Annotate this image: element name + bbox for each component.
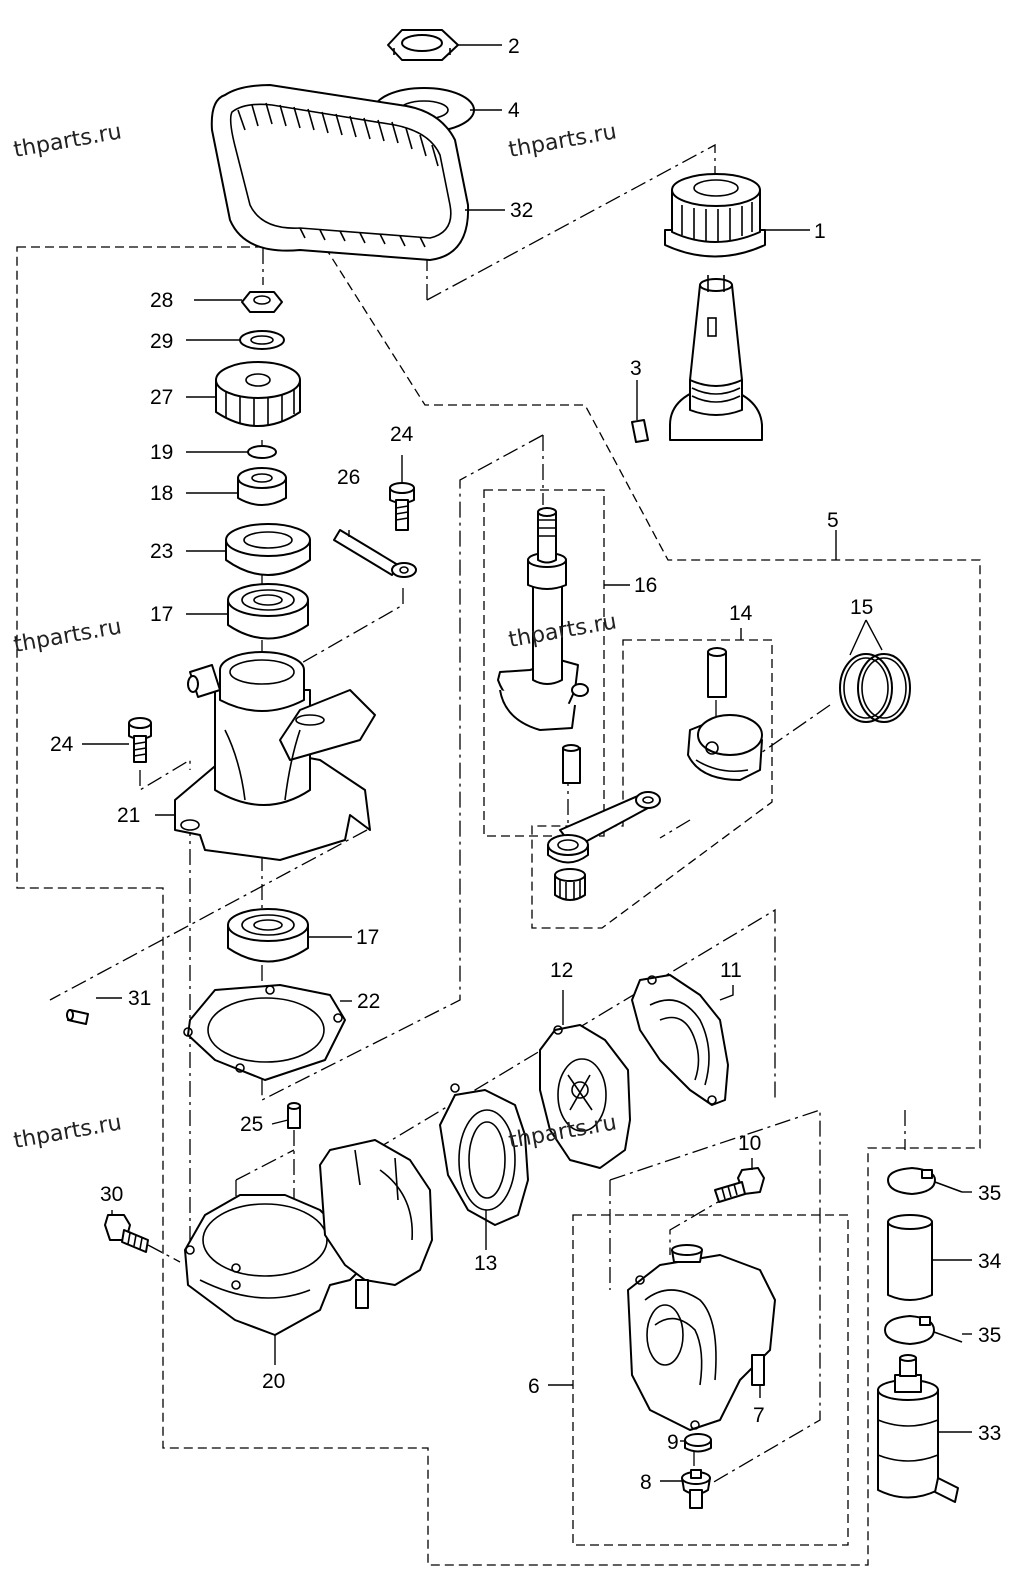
pump-body-part-6 (627, 1244, 776, 1431)
callout-19: 19 (150, 441, 173, 464)
watermark: thparts.ru (12, 1110, 124, 1154)
pin-part-31 (66, 1009, 89, 1025)
watermark: thparts.ru (12, 614, 124, 658)
callout-labels: 2 4 32 1 3 28 29 27 19 18 23 17 24 26 24… (50, 35, 1002, 1494)
fitting-part-8 (681, 1469, 711, 1509)
group-outline-16 (483, 489, 605, 837)
piston-rings-part-15 (839, 653, 911, 723)
washer-part-29 (239, 330, 285, 350)
piston (687, 714, 763, 781)
gasket-part-11 (631, 974, 729, 1106)
callout-2: 2 (508, 35, 520, 58)
watermark: thparts.ru (507, 119, 619, 163)
callout-1: 1 (814, 220, 826, 243)
timing-belt-part-32 (210, 84, 470, 261)
callout-29: 29 (150, 330, 173, 353)
callout-16: 16 (634, 574, 657, 597)
callout-33: 33 (978, 1422, 1001, 1445)
callout-34: 34 (978, 1250, 1002, 1273)
callout-28: 28 (150, 289, 173, 312)
callout-35-lower: 35 (978, 1324, 1001, 1347)
callout-15: 15 (850, 596, 873, 619)
watermark: thparts.ru (12, 119, 124, 163)
callout-32: 32 (510, 199, 533, 222)
pulley-part-1 (664, 173, 766, 258)
washer-part-19 (247, 445, 277, 459)
connecting-rod (547, 791, 661, 864)
callout-4: 4 (508, 99, 520, 122)
callout-24-upper: 24 (390, 423, 414, 446)
bolt-part-10 (714, 1167, 765, 1203)
callout-5: 5 (827, 509, 839, 532)
bolt-part-30 (104, 1214, 149, 1253)
shaft-upper (669, 275, 763, 441)
gasket-part-13 (439, 1083, 529, 1226)
bolt-part-24-upper (389, 482, 415, 531)
callout-23: 23 (150, 540, 173, 563)
group-outline-6 (572, 1214, 849, 1546)
callout-13: 13 (474, 1252, 497, 1275)
callout-9: 9 (667, 1431, 679, 1454)
callout-20: 20 (262, 1370, 285, 1393)
strap-part-26 (333, 529, 417, 578)
callout-17-lower: 17 (356, 926, 379, 949)
callout-26: 26 (337, 466, 360, 489)
callout-18: 18 (150, 482, 173, 505)
callout-17-upper: 17 (150, 603, 173, 626)
bolt-part-24-left (128, 717, 152, 763)
group-outline-main (16, 246, 981, 1566)
plate-part-12 (539, 1024, 631, 1169)
crankshaft-part-16 (497, 507, 589, 731)
callout-14: 14 (729, 602, 753, 625)
clamp-part-35-lower (884, 1315, 963, 1345)
bearing-part-17-upper (227, 583, 309, 640)
callout-3: 3 (630, 357, 642, 380)
callout-27: 27 (150, 386, 173, 409)
callout-6: 6 (528, 1375, 540, 1398)
key-part-3 (631, 419, 649, 443)
piston-pin-part-14 (707, 647, 727, 698)
pin-part-25 (287, 1102, 301, 1129)
bearing-part-17-lower (227, 908, 309, 963)
oil-seal-part-23 (225, 523, 311, 576)
callout-25: 25 (240, 1113, 263, 1136)
washer-part-9 (684, 1433, 712, 1453)
upper-housing-part-21 (174, 651, 376, 861)
callout-31: 31 (128, 987, 151, 1010)
callout-24-left: 24 (50, 733, 74, 756)
callout-12: 12 (550, 959, 573, 982)
nut-part-28 (241, 291, 283, 313)
gear-part-27 (215, 361, 301, 427)
callout-35-upper: 35 (978, 1182, 1001, 1205)
callout-8: 8 (640, 1471, 652, 1494)
callout-7: 7 (753, 1404, 765, 1427)
callout-10: 10 (738, 1132, 761, 1155)
collar-part-18 (237, 467, 287, 506)
clamp-part-35-upper (887, 1167, 963, 1195)
strainer-part-33 (877, 1354, 959, 1503)
nut-part-2 (387, 29, 459, 61)
leader-lines (82, 44, 972, 1482)
callout-22: 22 (357, 990, 380, 1013)
pump-housing-part-20 (184, 1139, 433, 1336)
gasket-part-22 (183, 984, 346, 1081)
callout-21: 21 (117, 804, 140, 827)
hose-part-34 (887, 1214, 933, 1301)
callout-30: 30 (100, 1183, 123, 1206)
callout-11: 11 (720, 959, 742, 982)
crank-pin (562, 744, 581, 784)
needle-bearing (554, 868, 586, 901)
